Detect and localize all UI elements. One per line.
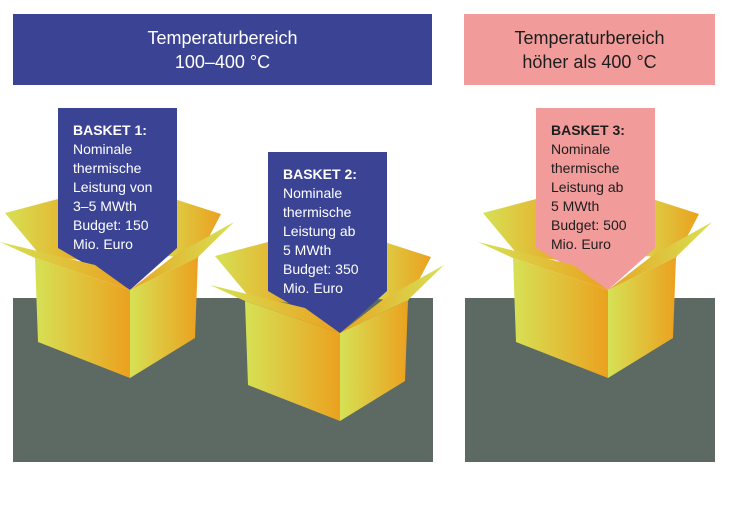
- basket-line: thermische: [283, 204, 352, 220]
- basket-line: Leistung ab: [551, 179, 624, 195]
- basket-line: Leistung ab: [283, 223, 356, 239]
- box-front-flap-basket-2: [210, 265, 444, 421]
- box-front-flap-basket-3: [478, 222, 712, 378]
- label-basket-1: BASKET 1: Nominale thermische Leistung v…: [73, 121, 183, 254]
- box-left-flap: [478, 242, 608, 290]
- box-left-flap: [0, 242, 130, 290]
- box-front-left-face: [513, 258, 608, 378]
- basket-line: Mio. Euro: [551, 236, 611, 252]
- banner-basket-3: [536, 108, 655, 290]
- header-title: Temperaturbereich: [147, 27, 298, 48]
- label-basket-2: BASKET 2: Nominale thermische Leistung a…: [283, 165, 393, 298]
- basket-line: 5 MWth: [283, 242, 332, 258]
- basket-line: Budget: 150: [73, 217, 149, 233]
- basket-line: thermische: [551, 160, 620, 176]
- box-front-left-face: [245, 301, 340, 421]
- basket-line: Nominale: [551, 141, 611, 157]
- box-front-flap-basket-1: [0, 222, 234, 378]
- basket-line: Nominale: [73, 141, 133, 157]
- basket-title: BASKET 2:: [283, 166, 357, 182]
- box-right-flap: [340, 265, 444, 333]
- box-front-left-face: [35, 258, 130, 378]
- box-right-flap: [130, 222, 234, 290]
- label-basket-3: BASKET 3: Nominale thermische Leistung a…: [551, 121, 661, 254]
- basket-line: thermische: [73, 160, 142, 176]
- basket-line: Mio. Euro: [73, 236, 133, 252]
- header-temp-range-100-400: Temperaturbereich 100–400 °C: [13, 14, 432, 85]
- basket-line: Nominale: [283, 185, 343, 201]
- box-front-right-face: [608, 257, 676, 378]
- box-front-right-face: [130, 257, 198, 378]
- basket-line: 5 MWth: [551, 198, 600, 214]
- banner-basket-2: [268, 152, 387, 333]
- header-temp-range-above-400: Temperaturbereich höher als 400 °C: [464, 14, 715, 85]
- header-range: 100–400 °C: [174, 51, 271, 72]
- box-front-right-face: [340, 300, 408, 421]
- basket-title: BASKET 1:: [73, 122, 147, 138]
- basket-line: Budget: 350: [283, 261, 359, 277]
- header-title: Temperaturbereich: [514, 27, 665, 48]
- header-range: höher als 400 °C: [522, 51, 657, 72]
- box-right-flap: [608, 222, 712, 290]
- basket-line: 3–5 MWth: [73, 198, 137, 214]
- basket-line: Leistung von: [73, 179, 153, 195]
- basket-title: BASKET 3:: [551, 122, 625, 138]
- box-left-flap: [210, 285, 340, 333]
- basket-line: Budget: 500: [551, 217, 627, 233]
- banner-basket-1: [58, 108, 177, 290]
- basket-line: Mio. Euro: [283, 280, 343, 296]
